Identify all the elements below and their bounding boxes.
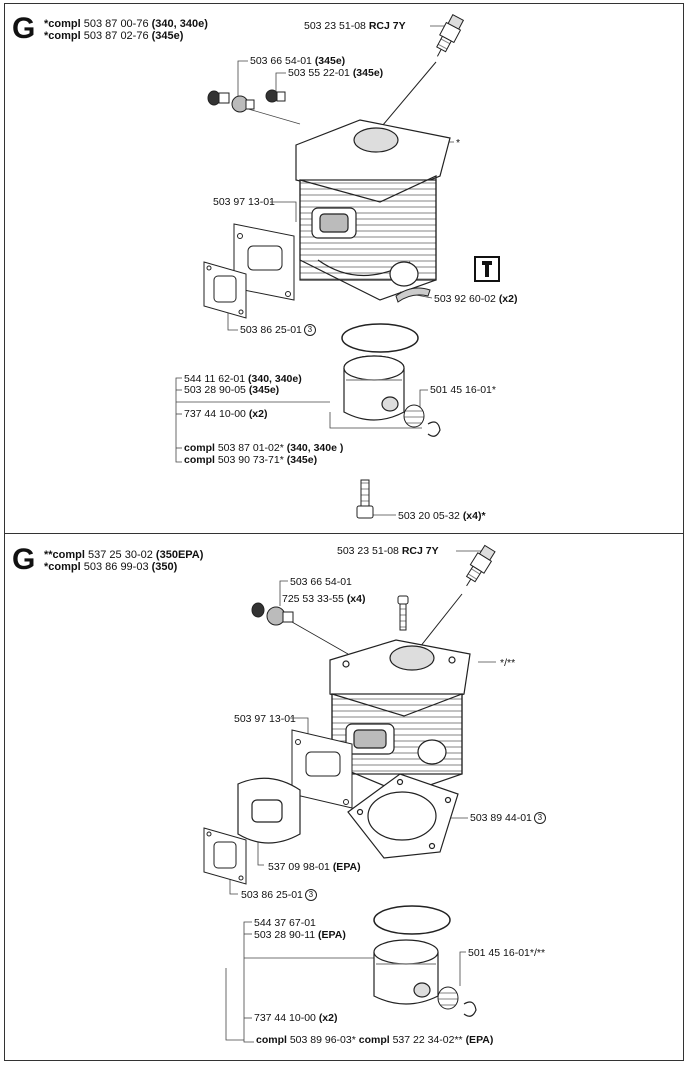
label-valve-a2: 503 55 22-01 (345e) xyxy=(288,67,384,79)
label-piston-b: compl 503 89 96-03* compl 537 22 34-02**… xyxy=(256,1034,494,1046)
shim-icon xyxy=(395,287,431,303)
heat-shield-icon xyxy=(237,777,301,844)
section-a-heading-1: *compl 503 87 00-76 (340, 340e) xyxy=(44,18,208,30)
cylinder-icon xyxy=(295,119,451,301)
piston-ring-icon xyxy=(341,323,419,353)
label-piston-a2: compl 503 90 73-71* (345e) xyxy=(184,454,318,466)
decompression-valve-icon xyxy=(207,89,286,113)
piston-ring-icon xyxy=(373,905,451,935)
needle-bearing-icon xyxy=(403,404,425,428)
circlip-icon xyxy=(427,421,441,437)
section-a-heading-2: *compl 503 87 02-76 (345e) xyxy=(44,30,184,42)
label-circlip-b: 737 44 10-00 (x2) xyxy=(254,1012,338,1024)
needle-bearing-icon xyxy=(437,986,459,1010)
label-cylinder-star-a: * xyxy=(456,137,461,149)
label-ring-a1: 544 11 62-01 (340, 340e) xyxy=(184,373,302,385)
section-b-letter: G xyxy=(12,543,36,576)
label-gasket-a: 503 97 13-01 xyxy=(213,196,275,208)
label-screw-a: 503 20 05-32 (x4)* xyxy=(398,510,486,522)
gasket-icon xyxy=(233,223,295,301)
cylinder-icon xyxy=(329,639,471,795)
section-b-heading-1: **compl 537 25 30-02 (350EPA) xyxy=(44,549,204,561)
label-shim-a: 503 92 60-02 (x2) xyxy=(434,293,518,305)
muffler-gasket-icon xyxy=(203,261,247,319)
label-bearing-a: 501 45 16-01* xyxy=(430,384,496,396)
label-valve-a1: 503 66 54-01 (345e) xyxy=(250,55,346,67)
label-ring-a2: 503 28 90-05 (345e) xyxy=(184,384,280,396)
bolt-icon xyxy=(397,595,409,631)
page-frame xyxy=(4,3,684,1061)
piston-icon xyxy=(343,355,405,421)
label-cylinder-star-b: */** xyxy=(500,657,516,669)
spark-plug-icon xyxy=(436,14,465,57)
section-divider xyxy=(4,533,684,534)
wrench-icon xyxy=(474,256,500,282)
label-piston-a1: compl 503 87 01-02* (340, 340e ) xyxy=(184,442,344,454)
label-circlip-a: 737 44 10-00 (x2) xyxy=(184,408,268,420)
label-ring-b2: 503 28 90-11 (EPA) xyxy=(254,929,346,941)
circlip-icon xyxy=(463,1001,477,1017)
label-heatshield-b: 537 09 98-01 (EPA) xyxy=(268,861,361,873)
label-ring-b1: 544 37 67-01 xyxy=(254,917,316,929)
section-a-letter: G xyxy=(12,12,36,45)
decompression-valve-icon xyxy=(251,602,294,626)
section-b-heading-2: *compl 503 86 99-03 (350) xyxy=(44,561,178,573)
label-spark-plug-a: 503 23 51-08 RCJ 7Y xyxy=(304,20,406,32)
label-bearing-b: 501 45 16-01*/** xyxy=(468,947,546,959)
label-gasket-b: 503 97 13-01 xyxy=(234,713,296,725)
gasket-icon xyxy=(291,729,353,809)
muffler-gasket-icon xyxy=(203,827,247,885)
label-valve-b: 503 66 54-01 xyxy=(290,576,352,588)
label-spark-plug-b: 503 23 51-08 RCJ 7Y xyxy=(337,545,439,557)
piston-icon xyxy=(373,939,439,1005)
label-bolt-b: 725 53 33-55 (x4) xyxy=(282,593,366,605)
screw-icon xyxy=(356,479,374,519)
spark-plug-icon xyxy=(465,544,496,587)
cylinder-gasket-icon xyxy=(347,773,459,859)
